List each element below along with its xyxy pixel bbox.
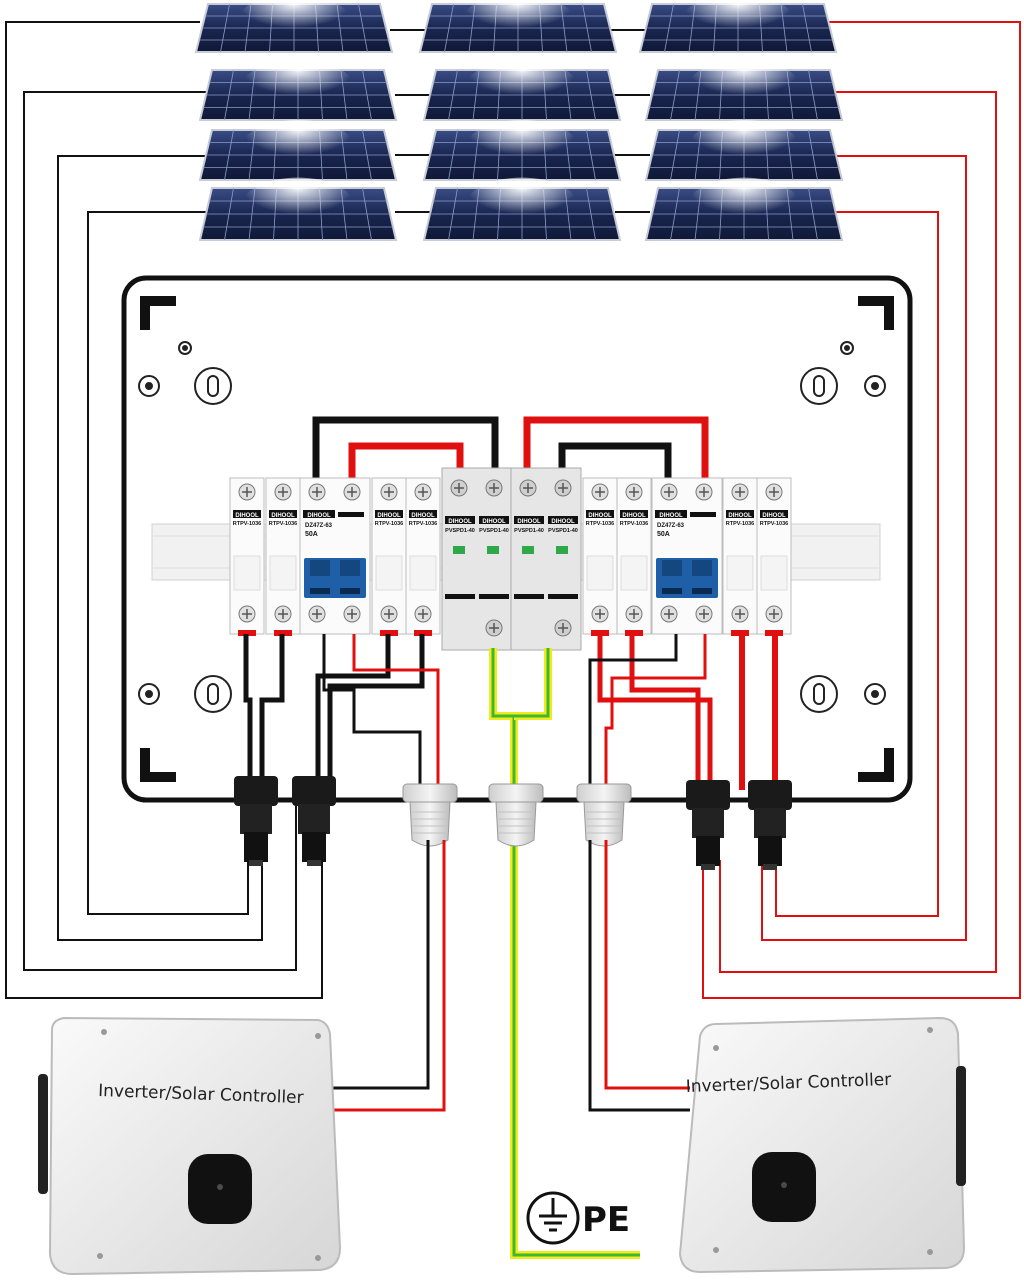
model-label: RTPV-1036 (269, 521, 297, 527)
inverter-wires (330, 840, 690, 1112)
brand-label: DIHOOL (482, 519, 506, 525)
inverter-left: Inverter/Solar Controller (38, 1016, 342, 1276)
solar-panel-icon (198, 177, 398, 241)
solar-panel-array (194, 0, 844, 241)
brand-label: DIHOOL (271, 513, 295, 519)
brand-label: DIHOOL (659, 513, 683, 519)
solar-panel-icon (194, 0, 394, 53)
cable-glands (234, 776, 792, 870)
pv-fuse-holder[interactable]: DIHOOL RTPV-1036 (582, 477, 618, 636)
surge-protector[interactable]: DIHOOL PVSPD1-40 DIHOOL PVSPD1-40 (510, 467, 582, 651)
dc-isolator-switch[interactable]: DIHOOL DZ47Z-63 50A (651, 477, 723, 635)
mc4-connector (234, 776, 278, 866)
brand-label: DIHOOL (551, 519, 575, 525)
earth-ground-icon (526, 1191, 580, 1245)
model-label: RTPV-1036 (586, 521, 614, 527)
brand-label: DIHOOL (622, 513, 646, 519)
model-label: RTPV-1036 (233, 521, 261, 527)
model-label: RTPV-1036 (409, 521, 437, 527)
model-label: PVSPD1-40 (479, 528, 509, 534)
model-label: RTPV-1036 (760, 521, 788, 527)
pv-fuse-holder[interactable]: DIHOOL RTPV-1036 (265, 477, 301, 636)
solar-panel-icon (644, 177, 844, 241)
model-label: PVSPD1-40 (548, 528, 578, 534)
model-label: DZ47Z-63 (657, 523, 685, 529)
pv-fuse-holder[interactable]: DIHOOL RTPV-1036 (371, 477, 407, 636)
brand-label: DIHOOL (307, 513, 331, 519)
inverter-right: Inverter/Solar Controller (678, 1016, 966, 1274)
mc4-connector (292, 776, 336, 866)
rating-label: 50A (657, 531, 670, 538)
brand-label: DIHOOL (517, 519, 541, 525)
brand-label: DIHOOL (588, 513, 612, 519)
solar-panel-icon (422, 120, 622, 181)
pv-fuse-holder[interactable]: DIHOOL RTPV-1036 (616, 477, 652, 636)
brand-label: DIHOOL (762, 513, 786, 519)
brand-label: DIHOOL (448, 519, 472, 525)
solar-panel-icon (644, 60, 844, 121)
surge-protector[interactable]: DIHOOL PVSPD1-40 DIHOOL PVSPD1-40 (441, 467, 513, 651)
brand-label: DIHOOL (411, 513, 435, 519)
pv-fuse-holder[interactable]: DIHOOL RTPV-1036 (722, 477, 758, 636)
brand-label: DIHOOL (728, 513, 752, 519)
model-label: PVSPD1-40 (445, 528, 475, 534)
pv-fuse-holder[interactable]: DIHOOL RTPV-1036 (405, 477, 441, 636)
solar-panel-icon (422, 177, 622, 241)
model-label: DZ47Z-63 (305, 523, 333, 529)
solar-panel-icon (198, 60, 398, 121)
solar-panel-icon (644, 120, 844, 181)
model-label: PVSPD1-40 (514, 528, 544, 534)
dc-isolator-switch[interactable]: DIHOOL DZ47Z-63 50A (299, 477, 371, 635)
cable-gland (576, 783, 632, 847)
cable-gland (488, 783, 544, 847)
mc4-connector (748, 780, 792, 870)
internal-bus-wires (312, 416, 709, 480)
brand-label: DIHOOL (377, 513, 401, 519)
solar-panel-icon (638, 0, 838, 53)
model-label: RTPV-1036 (375, 521, 403, 527)
solar-panel-icon (418, 0, 618, 53)
pv-fuse-holder[interactable]: DIHOOL RTPV-1036 (229, 477, 265, 636)
solar-panel-icon (422, 60, 622, 121)
rating-label: 50A (305, 531, 318, 538)
mc4-connector (686, 780, 730, 870)
model-label: RTPV-1036 (620, 521, 648, 527)
pe-label: PE (582, 1200, 630, 1240)
panel-string-wires (5, 21, 1021, 999)
brand-label: DIHOOL (235, 513, 259, 519)
model-label: RTPV-1036 (726, 521, 754, 527)
cable-gland (402, 783, 458, 847)
din-modules: DIHOOL RTPV-1036 DIHOOL RTPV-1036 DIHOOL DZ47… (229, 467, 792, 651)
internal-output-wires (243, 634, 778, 1259)
solar-panel-icon (198, 120, 398, 181)
pv-fuse-holder[interactable]: DIHOOL RTPV-1036 (756, 477, 792, 636)
